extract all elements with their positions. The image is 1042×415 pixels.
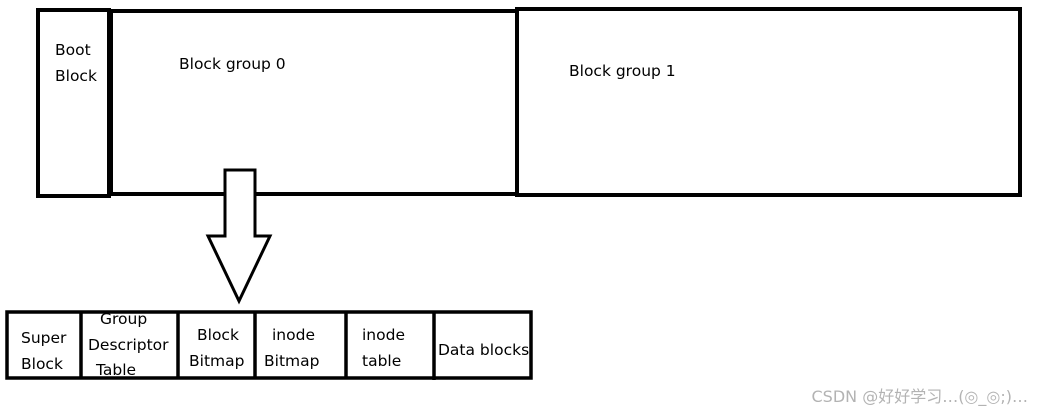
- block-group-0-box: [109, 9, 519, 196]
- group-descriptor-table-label-line2: Descriptor: [88, 336, 169, 354]
- inode-table-label-line1: inode: [362, 326, 405, 344]
- inode-table-label-line2: table: [362, 352, 401, 370]
- block-group-detail: [5, 310, 533, 380]
- block-bitmap-label-line1: Block: [197, 326, 239, 344]
- block-group-detail-outline: [5, 310, 533, 380]
- inode-bitmap-label-line1: inode: [272, 326, 315, 344]
- block-group-1-box: [515, 7, 1022, 197]
- watermark-text: CSDN @好好学习…(◎_◎;)…: [811, 387, 1028, 407]
- boot-block-label-line1: Boot: [55, 41, 91, 59]
- block-group-1-label: Block group 1: [569, 62, 676, 80]
- super-block-label-line2: Block: [21, 355, 63, 373]
- boot-block-box: [36, 8, 111, 198]
- group-descriptor-table-label-line1: Group: [100, 310, 147, 328]
- group-descriptor-table-label-line3: Table: [95, 361, 136, 379]
- data-blocks-label: Data blocks: [438, 341, 529, 359]
- expand-down-arrow: [205, 168, 273, 305]
- super-block-label-line1: Super: [21, 329, 67, 347]
- block-bitmap-label-line2: Bitmap: [189, 352, 244, 370]
- inode-bitmap-label-line2: Bitmap: [264, 352, 319, 370]
- boot-block-label-line2: Block: [55, 67, 97, 85]
- block-group-0-label: Block group 0: [179, 55, 286, 73]
- disk-layout: [36, 7, 1022, 198]
